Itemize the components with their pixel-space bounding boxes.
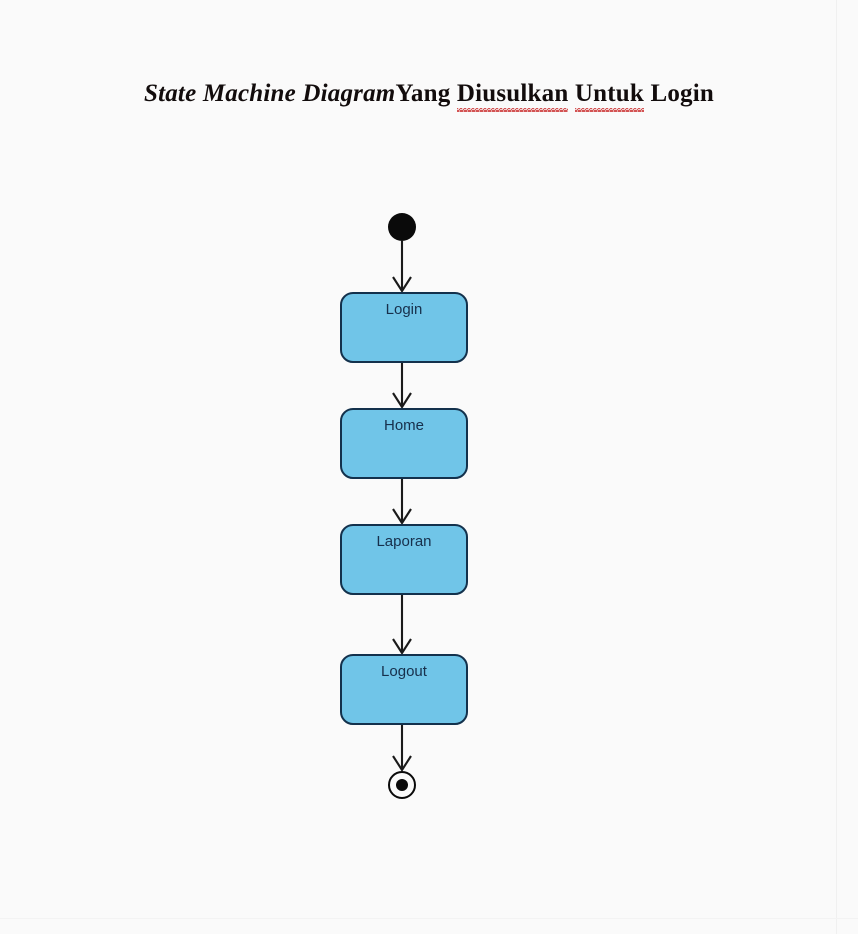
arrowhead-laporan-to-logout xyxy=(392,638,412,655)
title-part-roman-3: Login xyxy=(644,80,714,107)
title-part-italic: State Machine Diagram xyxy=(143,80,396,107)
state-label-home: Home xyxy=(383,417,424,434)
arrowhead-logout-to-final xyxy=(392,755,412,772)
state-label-laporan: Laporan xyxy=(376,533,432,550)
state-label-logout: Logout xyxy=(381,663,427,680)
initial-state-marker[interactable] xyxy=(388,213,416,241)
arrowhead-home-to-laporan xyxy=(392,508,412,525)
final-state-marker[interactable] xyxy=(388,771,416,799)
page-edge-right xyxy=(836,0,837,934)
state-node-laporan[interactable]: Laporan xyxy=(340,524,468,595)
title-misspelled-diusulkan: Diusulkan xyxy=(456,80,569,112)
arrowhead-initial-to-login xyxy=(392,276,412,293)
state-node-home[interactable]: Home xyxy=(340,408,468,479)
arrowhead-login-to-home xyxy=(392,392,412,409)
state-label-login: Login xyxy=(385,301,423,318)
final-state-inner-dot xyxy=(396,779,408,791)
title-part-roman-1: Yang xyxy=(395,80,457,107)
state-node-login[interactable]: Login xyxy=(340,292,468,363)
diagram-title: State Machine DiagramYang Diusulkan Untu… xyxy=(0,80,858,112)
state-node-logout[interactable]: Logout xyxy=(340,654,468,725)
page-edge-bottom xyxy=(0,918,858,919)
title-misspelled-untuk: Untuk xyxy=(574,80,645,112)
